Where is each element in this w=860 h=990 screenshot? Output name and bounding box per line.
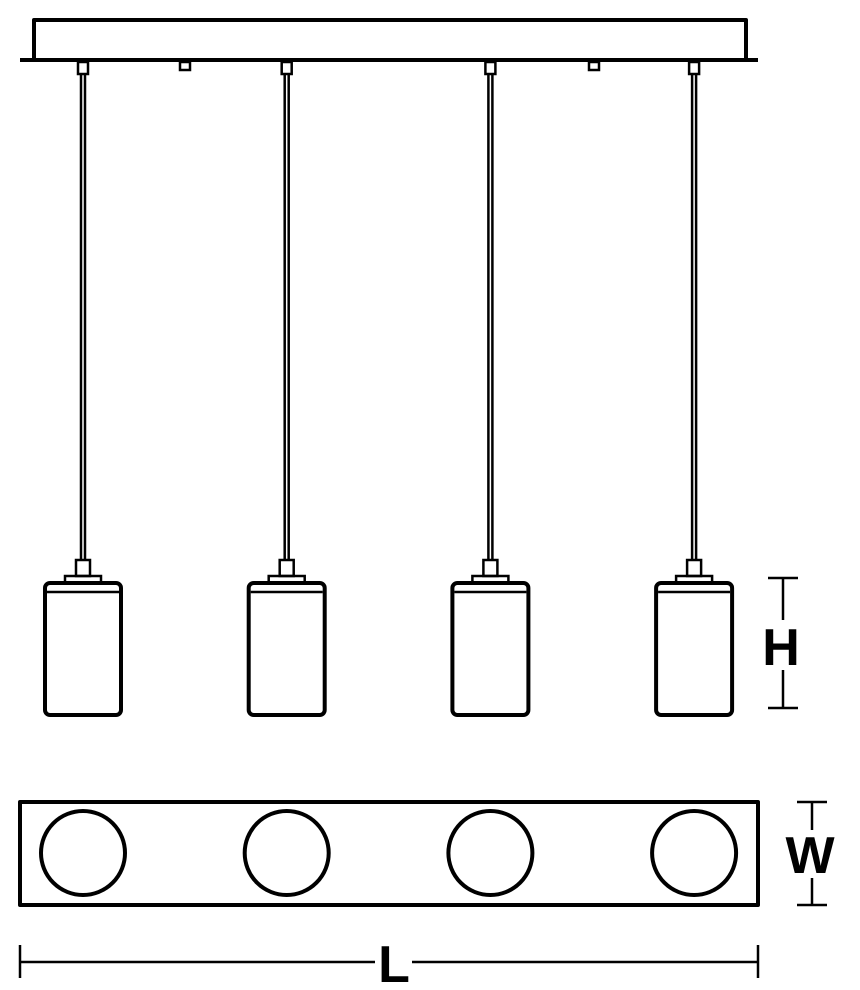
shade-circle-3	[446, 809, 535, 897]
pendant-4	[654, 60, 735, 717]
mounting-screw-left	[178, 60, 192, 72]
cord-grip	[484, 60, 497, 76]
shade-circle-4	[650, 809, 739, 897]
length-dimension: L	[18, 936, 760, 990]
cord-grip	[687, 60, 701, 76]
glass-shade	[43, 581, 123, 717]
shade-circle-1	[39, 809, 127, 897]
socket	[278, 558, 295, 578]
socket	[74, 558, 92, 578]
height-dimension: H	[762, 576, 800, 710]
canopy-body	[32, 18, 748, 58]
glass-shade	[450, 581, 531, 717]
top-view	[18, 800, 760, 907]
socket	[482, 558, 499, 578]
top-view-canopy	[18, 800, 760, 907]
width-label: W	[785, 827, 835, 885]
cord-grip	[76, 60, 90, 76]
glass-shade	[654, 581, 735, 717]
cord-grip	[280, 60, 293, 76]
top-view-shades	[39, 809, 739, 897]
pendants-front-view	[43, 60, 735, 717]
mounting-screw-right	[587, 60, 601, 72]
length-label: L	[378, 936, 410, 990]
pendant-1	[43, 60, 123, 717]
width-dimension: W	[785, 800, 835, 907]
pendant-2	[246, 60, 327, 717]
canopy	[20, 18, 758, 72]
glass-shade	[246, 581, 327, 717]
shade-circle-2	[242, 809, 331, 897]
height-label: H	[762, 619, 800, 677]
socket	[685, 558, 703, 578]
pendant-3	[450, 60, 531, 717]
